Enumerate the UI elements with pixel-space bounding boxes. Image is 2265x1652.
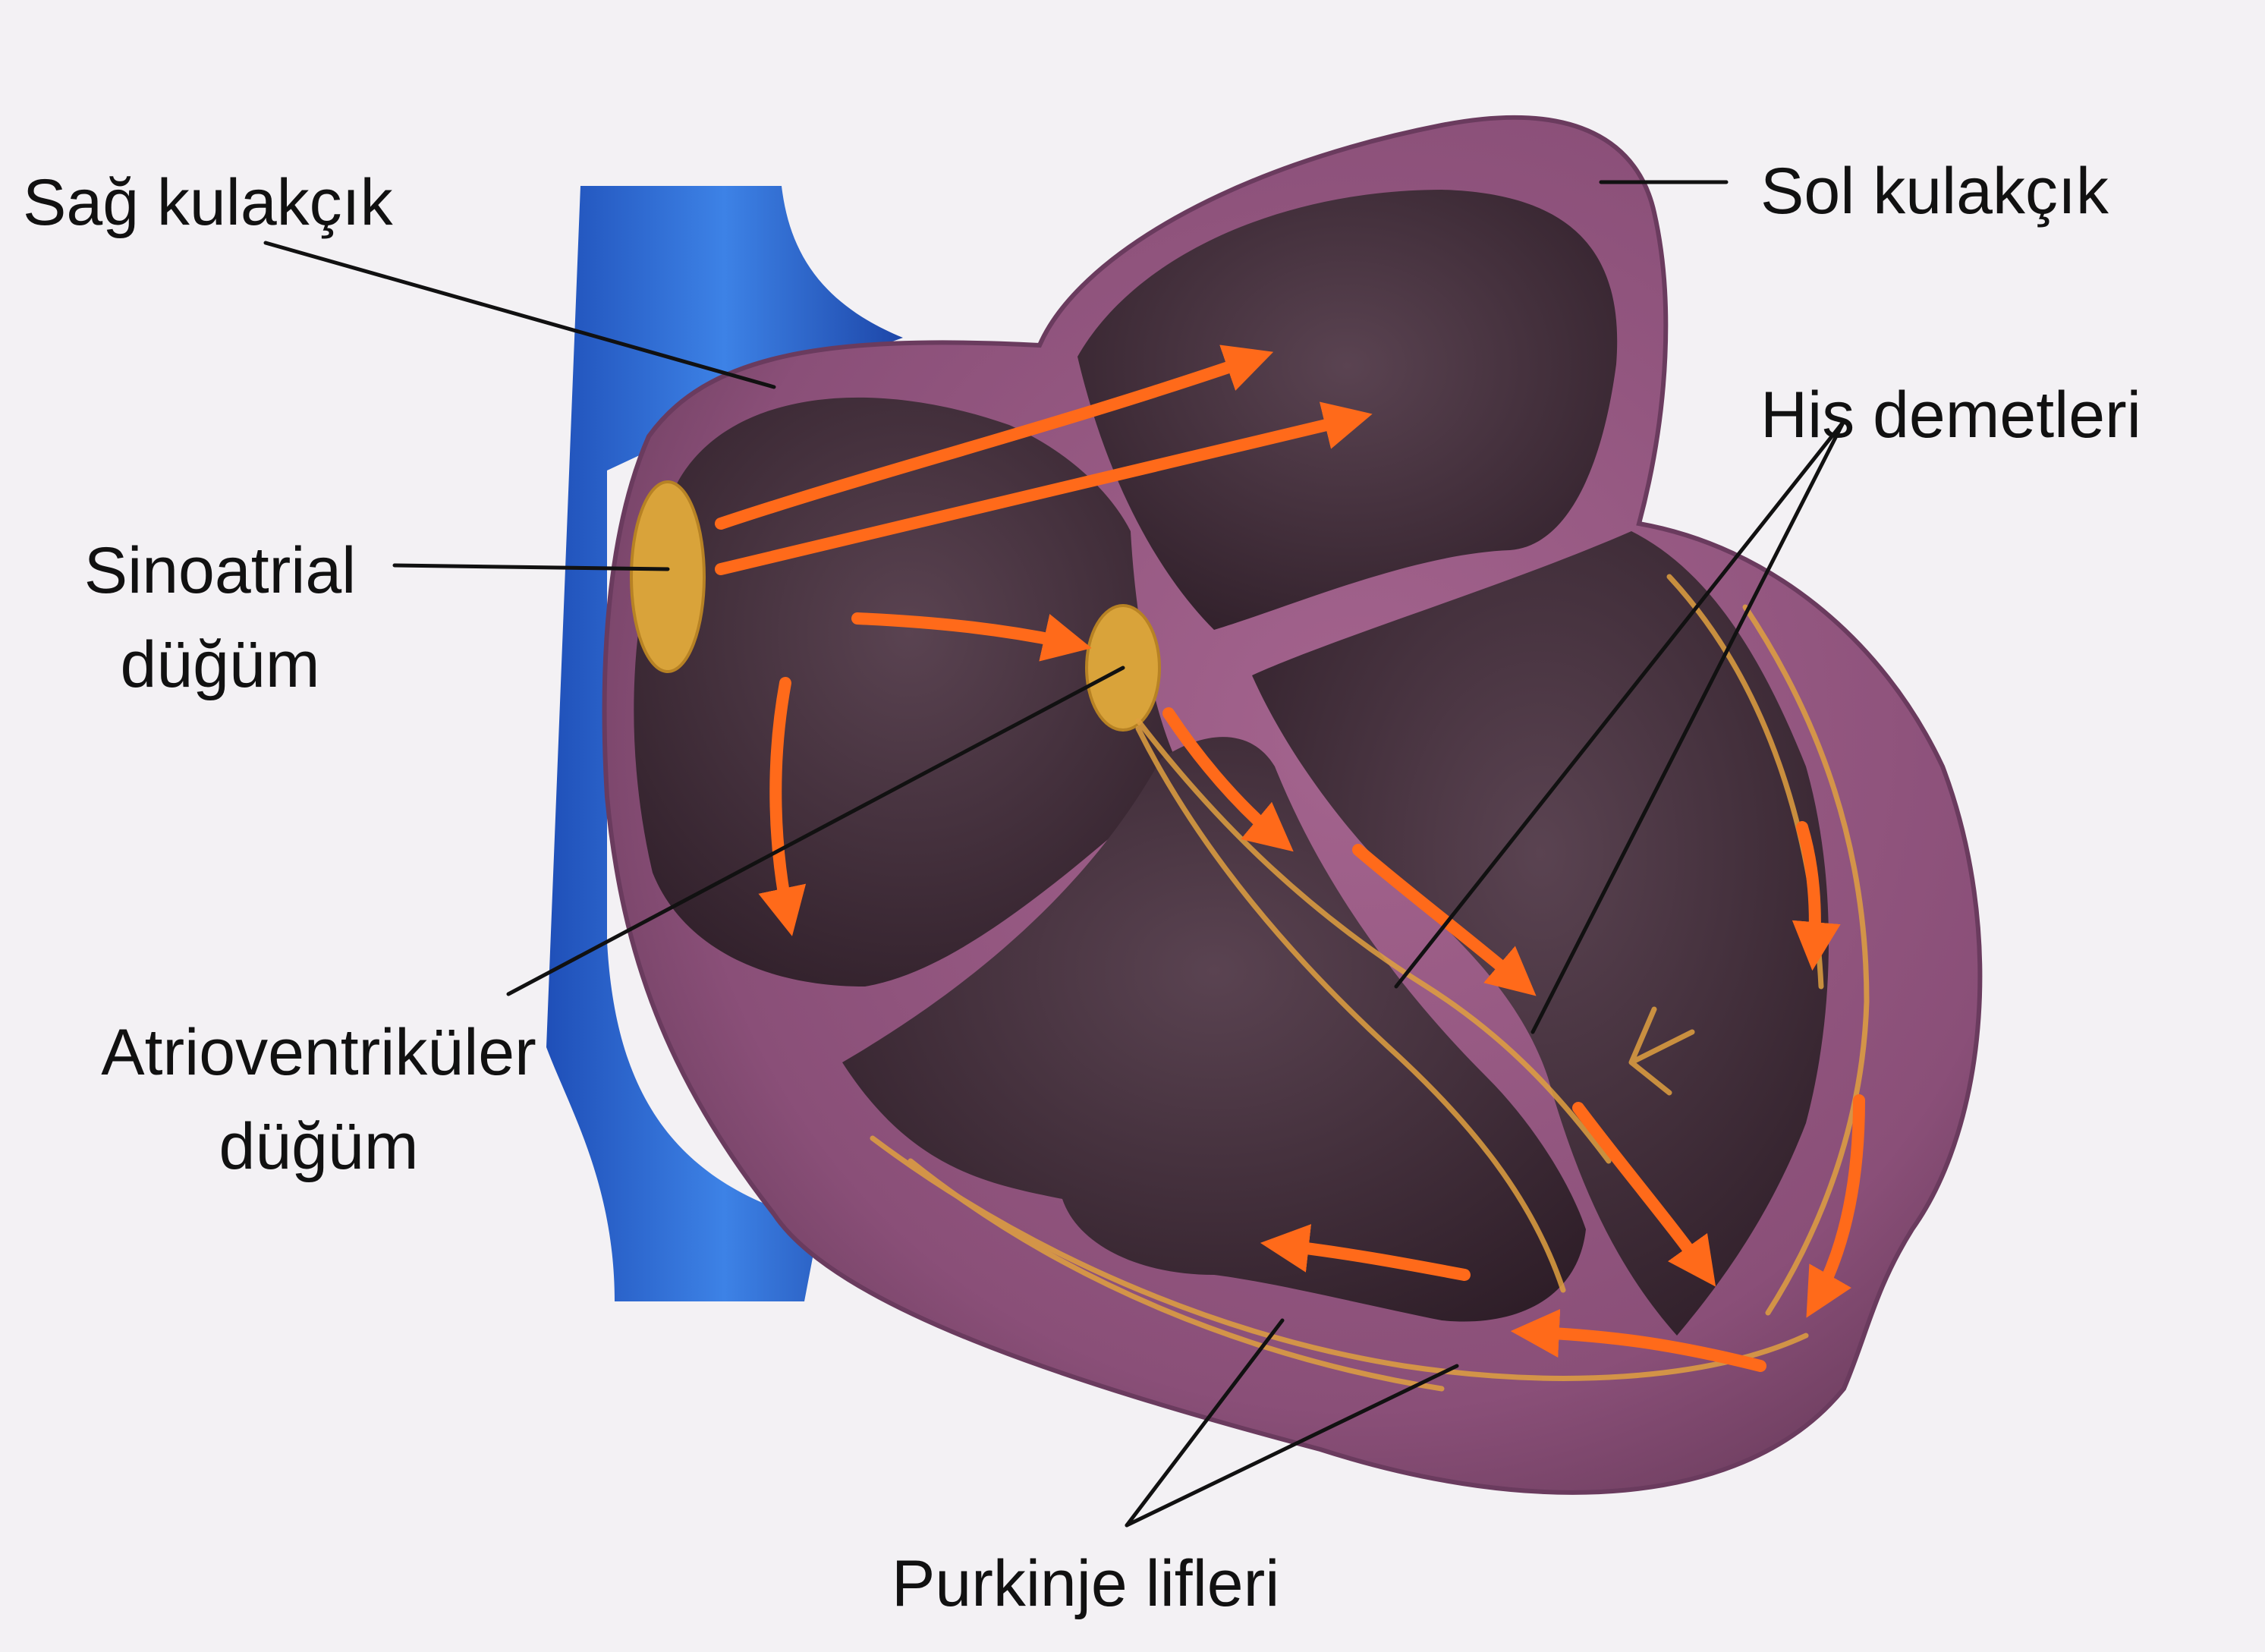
label-left-atrium: Sol kulakçık xyxy=(1760,155,2109,228)
label-sa-node-line1: Sinoatrial xyxy=(83,534,357,607)
leader-purkinje-2 xyxy=(1125,1364,1459,1528)
right-ventricle-chamber xyxy=(842,737,1586,1322)
label-av-node-line2: düğüm xyxy=(219,1110,419,1183)
his-bundle-fiber xyxy=(1135,725,1566,1293)
label-his-bundles: His demetleri xyxy=(1760,379,2141,452)
label-av-node-line1: Atrioventriküler xyxy=(101,1016,536,1089)
purkinje-fiber xyxy=(1628,1006,1695,1096)
his-bundle-fiber xyxy=(1135,718,1612,1164)
sinoatrial-node xyxy=(630,480,706,673)
leader-sa-node xyxy=(392,563,670,571)
impulse-arrow xyxy=(758,677,807,936)
impulse-arrow xyxy=(1260,1224,1471,1281)
impulse-arrow xyxy=(1510,1309,1766,1372)
label-sa-node-line2: düğüm xyxy=(120,628,320,701)
leader-av-node xyxy=(506,666,1125,996)
label-av-node: Atrioventriküler düğüm xyxy=(53,1005,584,1194)
impulse-arrow xyxy=(851,612,1092,662)
impulse-arrow xyxy=(1792,821,1841,971)
label-sa-node: Sinoatrial düğüm xyxy=(53,524,387,712)
label-right-atrium: Sağ kulakçık xyxy=(23,166,393,239)
impulse-arrow xyxy=(1806,1094,1865,1318)
impulse-arrows xyxy=(715,345,1865,1372)
leader-purkinje-1 xyxy=(1125,1318,1285,1528)
impulse-arrow xyxy=(715,345,1274,530)
impulse-arrow xyxy=(1352,844,1537,996)
purkinje-fiber xyxy=(908,1158,1445,1392)
purkinje-fiber xyxy=(1742,604,1870,1316)
leader-his-2 xyxy=(1530,419,1846,1034)
conduction-fibers xyxy=(870,574,1870,1392)
impulse-arrow xyxy=(1572,1102,1716,1287)
leader-his-1 xyxy=(1394,419,1846,989)
label-purkinje: Purkinje lifleri xyxy=(892,1547,1280,1620)
impulse-arrow xyxy=(1162,707,1294,852)
impulse-arrow xyxy=(715,401,1373,575)
leader-right-atrium xyxy=(263,241,776,389)
leader-lines xyxy=(263,180,1846,1528)
right-atrium-chamber xyxy=(634,397,1184,986)
purkinje-fiber xyxy=(870,1135,1809,1381)
